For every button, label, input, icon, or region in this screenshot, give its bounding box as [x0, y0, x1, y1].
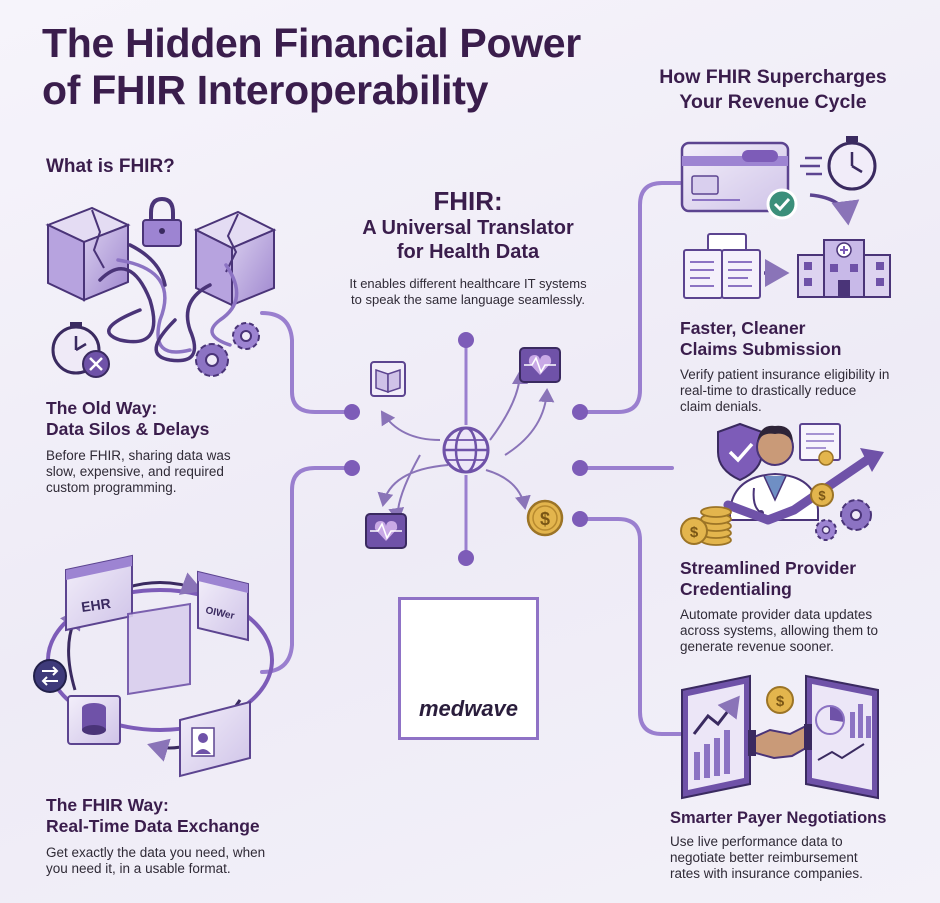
fhir-subtitle-line2: for Health Data	[396, 241, 540, 263]
claims-desc-line2: real-time to drastically reduce	[680, 383, 857, 398]
broken-data-silo-icon	[45, 206, 277, 307]
insurance-card-icon	[680, 141, 798, 220]
connector-dot	[572, 511, 588, 527]
svg-text:$: $	[690, 524, 699, 541]
claims-section: Faster, Cleaner Claims Submission Verify…	[680, 318, 920, 415]
negotiations-desc-line1: Use live performance data to	[670, 834, 843, 849]
certificate-icon	[799, 423, 841, 466]
claims-desc-line3: claim denials.	[680, 399, 762, 414]
coin-stack-icon: $ $	[680, 483, 834, 546]
claims-desc-line1: Verify patient insurance eligibility in	[680, 367, 890, 382]
medwave-logo: medwave	[398, 597, 539, 740]
analytics-tablet-icon	[681, 674, 751, 800]
what-is-fhir-heading: What is FHIR?	[46, 156, 175, 177]
profile-window-icon	[179, 700, 251, 778]
old-way-title-line2: Data Silos & Delays	[46, 419, 210, 439]
credentialing-title: Streamlined Provider Credentialing	[680, 558, 930, 600]
page-title-line1: The Hidden Financial Power	[42, 20, 581, 66]
gear-icon	[815, 499, 872, 541]
revenue-cycle-heading: How FHIR Supercharges Your Revenue Cycle	[618, 65, 928, 115]
claims-description: Verify patient insurance eligibility in …	[680, 367, 920, 415]
ehr-tag: EHR	[80, 595, 112, 615]
data-exchange-cycle: EHR OIWer	[33, 554, 274, 778]
growth-arrow-head	[860, 448, 884, 472]
credentialing-title-line2: Credentialing	[680, 579, 792, 599]
revenue-heading-line1: How FHIR Supercharges	[659, 66, 887, 88]
database-icon	[67, 695, 121, 745]
page-title-line2: of FHIR Interoperability	[42, 67, 489, 113]
growth-arrow	[723, 453, 875, 525]
shield-icon	[717, 422, 763, 482]
stopwatch-icon	[800, 136, 877, 191]
tangled-cables	[98, 243, 239, 363]
old-way-description: Before FHIR, sharing data was slow, expe…	[46, 448, 286, 496]
old-way-desc-line3: custom programming.	[46, 480, 177, 495]
fhir-center-description: It enables different healthcare IT syste…	[318, 276, 618, 308]
stopwatch-icon	[51, 322, 110, 378]
book-icon	[370, 361, 406, 397]
fhir-way-title-line2: Real-Time Data Exchange	[46, 816, 260, 836]
negotiations-section: Smarter Payer Negotiations Use live perf…	[670, 808, 934, 882]
other-window-icon: OIWer	[197, 570, 249, 642]
fhir-subtitle-line1: A Universal Translator	[362, 217, 574, 239]
connector-dot	[572, 404, 588, 420]
claims-title-line2: Claims Submission	[680, 339, 842, 359]
old-way-section: The Old Way: Data Silos & Delays Before …	[46, 398, 286, 496]
connector-left-top	[260, 311, 352, 414]
credentialing-title-line1: Streamlined Provider	[680, 558, 857, 578]
credentialing-description: Automate provider data updates across sy…	[680, 607, 930, 655]
fhir-way-desc-line1: Get exactly the data you need, when	[46, 845, 266, 860]
hospital-icon	[797, 239, 891, 298]
handshake-icon: $	[748, 686, 812, 760]
fhir-way-description: Get exactly the data you need, when you …	[46, 845, 316, 877]
fhir-center-subtitle: A Universal Translator for Health Data	[318, 216, 618, 264]
negotiations-description: Use live performance data to negotiate b…	[670, 834, 934, 882]
process-arrow	[809, 193, 860, 226]
fhir-way-section: The FHIR Way: Real-Time Data Exchange Ge…	[46, 795, 316, 877]
fhir-desc-line2: to speak the same language seamlessly.	[351, 292, 585, 307]
negotiations-title: Smarter Payer Negotiations	[670, 809, 887, 827]
connector-dot	[572, 460, 588, 476]
lock-icon	[142, 196, 182, 247]
ehr-window-icon: EHR	[65, 554, 133, 632]
claims-title: Faster, Cleaner Claims Submission	[680, 318, 920, 360]
connector-right	[578, 181, 682, 736]
credentialing-desc-line3: generate revenue sooner.	[680, 639, 834, 654]
fhir-way-desc-line2: you need it, in a usable format.	[46, 861, 231, 876]
credentialing-desc-line1: Automate provider data updates	[680, 607, 873, 622]
connector-left-bottom	[260, 466, 352, 674]
svg-text:$: $	[540, 509, 550, 529]
connector-dot	[344, 460, 360, 476]
credentialing-desc-line2: across systems, allowing them to	[680, 623, 879, 638]
fhir-center-title: FHIR:	[433, 186, 503, 216]
documents-icon	[683, 233, 761, 299]
credentialing-section: Streamlined Provider Credentialing Autom…	[680, 558, 930, 655]
heart-monitor-icon	[365, 513, 407, 549]
sync-icon	[33, 659, 67, 693]
svg-text:$: $	[818, 488, 826, 503]
old-way-desc-line2: slow, expensive, and required	[46, 464, 224, 479]
connector-dot	[344, 404, 360, 420]
logo-text: medwave	[418, 696, 519, 721]
old-way-title: The Old Way: Data Silos & Delays	[46, 398, 286, 440]
old-way-title-line1: The Old Way:	[46, 398, 158, 418]
old-way-desc-line1: Before FHIR, sharing data was	[46, 448, 231, 463]
heart-monitor-icon	[519, 347, 561, 383]
page-title: The Hidden Financial Power of FHIR Inter…	[42, 20, 642, 114]
gear-icon	[195, 322, 260, 377]
svg-text:$: $	[776, 693, 785, 710]
claims-title-line1: Faster, Cleaner	[680, 318, 806, 338]
fhir-hub	[377, 332, 555, 566]
fhir-way-title: The FHIR Way: Real-Time Data Exchange	[46, 795, 316, 837]
negotiations-desc-line3: rates with insurance companies.	[670, 866, 863, 881]
fhir-desc-line1: It enables different healthcare IT syste…	[349, 276, 587, 291]
dollar-coin-icon: $	[526, 499, 564, 537]
revenue-heading-line2: Your Revenue Cycle	[679, 91, 867, 113]
negotiations-desc-line2: negotiate better reimbursement	[670, 850, 858, 865]
analytics-tablet-icon	[805, 674, 879, 800]
fhir-way-title-line1: The FHIR Way:	[46, 795, 169, 815]
center-panel	[127, 602, 191, 696]
